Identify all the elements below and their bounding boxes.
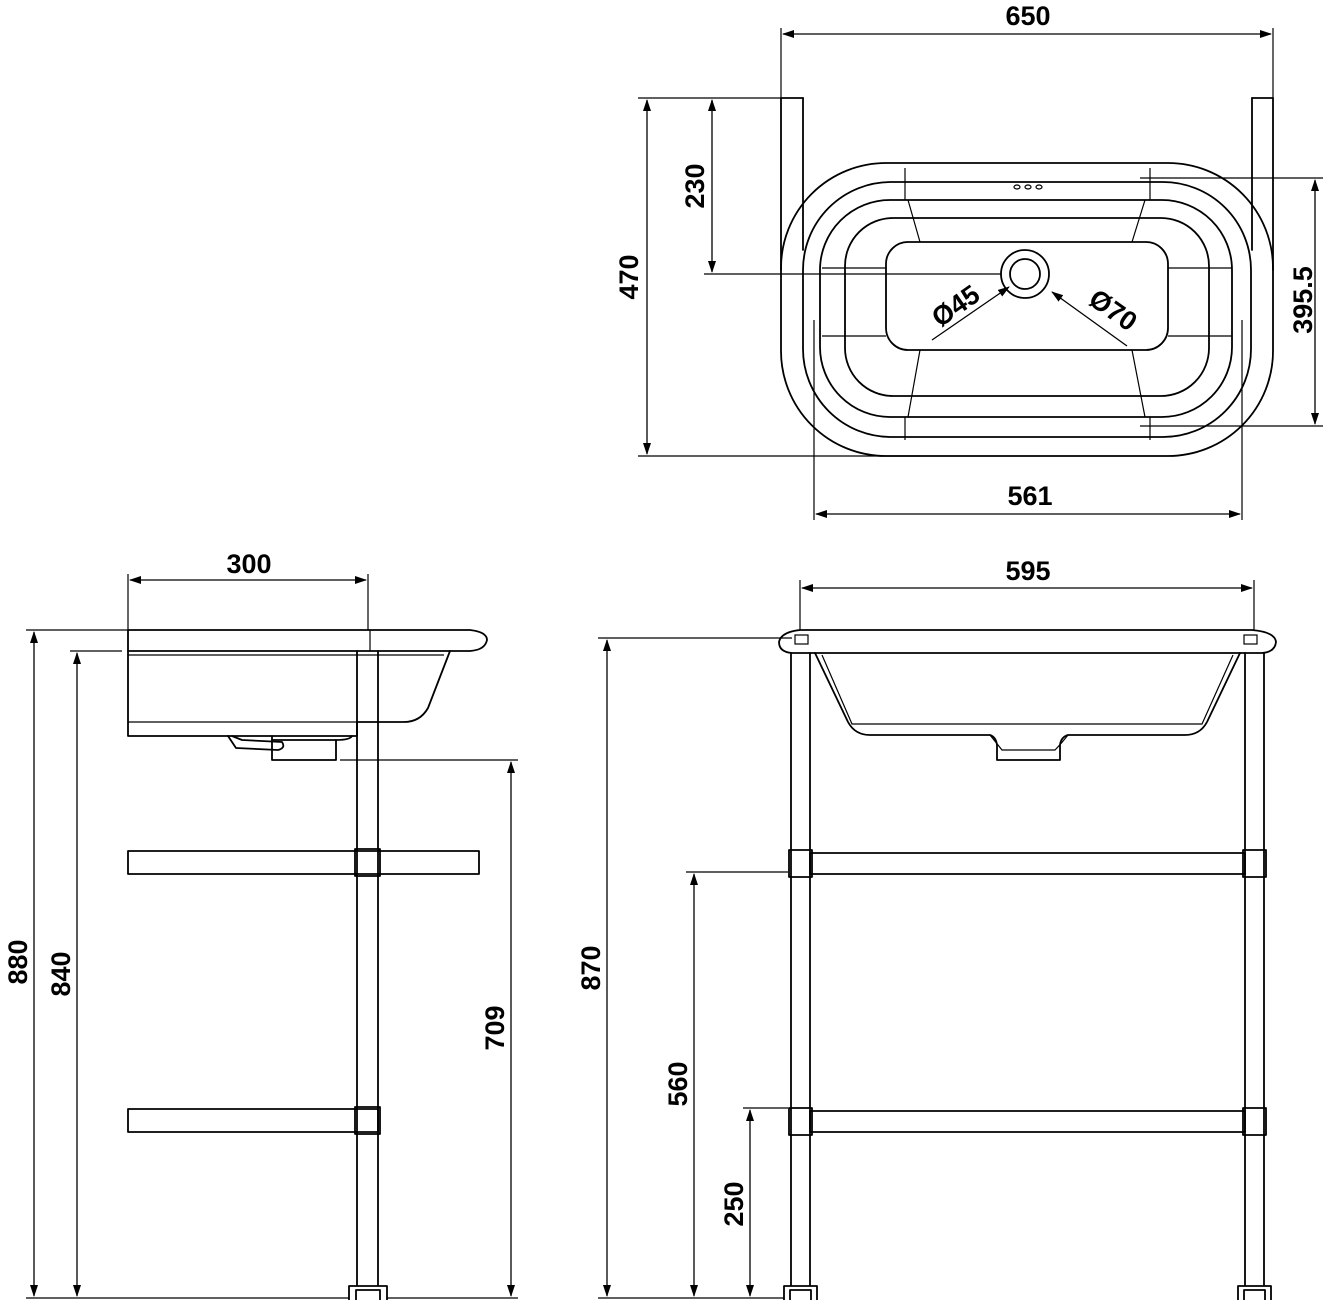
extension-lines-595 — [799, 580, 1255, 630]
front-upper-right-collar — [1242, 849, 1267, 878]
dimension-300-label: 300 — [226, 549, 271, 579]
dimension-650-label: 650 — [1005, 1, 1050, 31]
extension-lines-650 — [780, 28, 1274, 98]
bowl-facets — [822, 168, 1232, 440]
dimension-560-label: 560 — [663, 1061, 693, 1106]
front-right-foot — [1237, 1285, 1272, 1300]
dimension-840-label: 840 — [46, 951, 76, 996]
basin-outer-rim — [780, 162, 1274, 457]
side-view: 300 880 840 709 — [3, 549, 518, 1300]
side-basin-inner — [128, 654, 444, 723]
front-upper-left-collar — [788, 849, 813, 878]
side-lower-shelf — [127, 1108, 379, 1133]
waste-outer-circle — [1000, 249, 1050, 299]
dimension-561-label: 561 — [1007, 481, 1052, 511]
front-basin-bowl — [814, 652, 1241, 761]
side-foot — [348, 1285, 388, 1300]
front-left-leg — [790, 652, 811, 1286]
dimension-870-label: 870 — [576, 945, 606, 990]
side-waste-body — [271, 735, 353, 741]
dimension-230-label: 230 — [680, 163, 710, 208]
front-right-knob — [1243, 634, 1258, 645]
side-waste-outlet — [271, 739, 337, 761]
side-upper-shelf-collar — [354, 848, 381, 877]
dimension-709-label: 709 — [480, 1005, 510, 1050]
front-basin-rim — [778, 629, 1277, 654]
waste-inner-circle — [1009, 258, 1041, 290]
plan-left-leg — [780, 97, 804, 271]
side-upper-shelf — [127, 850, 480, 875]
waste-diameter-leader — [931, 286, 1010, 341]
extension-lines-470 — [638, 97, 920, 457]
side-basin-body — [127, 650, 451, 737]
extension-lines-870 — [598, 637, 792, 1299]
basin-bowl-floor — [885, 241, 1169, 351]
dimension-395-label: 395.5 — [1288, 266, 1318, 334]
side-leg — [356, 650, 379, 1286]
plan-right-leg — [1251, 97, 1274, 271]
outer-diameter-label: Ø70 — [1084, 283, 1143, 337]
extension-lines-300 — [127, 574, 369, 630]
dimension-250-label: 250 — [719, 1181, 749, 1226]
extension-lines-561 — [813, 320, 1243, 520]
outer-diameter-leader — [1051, 291, 1128, 347]
front-right-leg — [1244, 652, 1265, 1286]
tap-holes — [1013, 184, 1043, 190]
waste-diameter-label: Ø45 — [926, 279, 985, 333]
basin-bowl-outer — [819, 199, 1233, 418]
front-left-knob — [794, 634, 809, 645]
front-left-foot — [783, 1285, 818, 1300]
basin-bowl-inner — [844, 217, 1210, 397]
front-lower-left-collar — [788, 1107, 813, 1136]
dimension-595-label: 595 — [1005, 556, 1050, 586]
extension-lines-709 — [340, 759, 518, 1299]
front-bowl-inner — [821, 654, 1234, 751]
side-overflow-pipe — [227, 735, 285, 751]
front-lower-shelf — [809, 1110, 1246, 1133]
side-basin-rim — [127, 629, 488, 652]
front-lower-right-collar — [1242, 1107, 1267, 1136]
basin-inner-rim — [802, 181, 1252, 438]
front-view: 595 870 560 250 — [576, 556, 1277, 1300]
extension-lines-880 — [26, 629, 349, 1299]
top-view: Ø45 Ø70 650 470 230 395.5 561 — [614, 1, 1323, 520]
dimension-880-label: 880 — [3, 939, 33, 984]
side-lower-shelf-collar — [354, 1106, 381, 1135]
dimension-470-label: 470 — [614, 254, 644, 299]
extension-lines-395 — [1140, 177, 1323, 427]
front-upper-shelf — [809, 852, 1246, 875]
